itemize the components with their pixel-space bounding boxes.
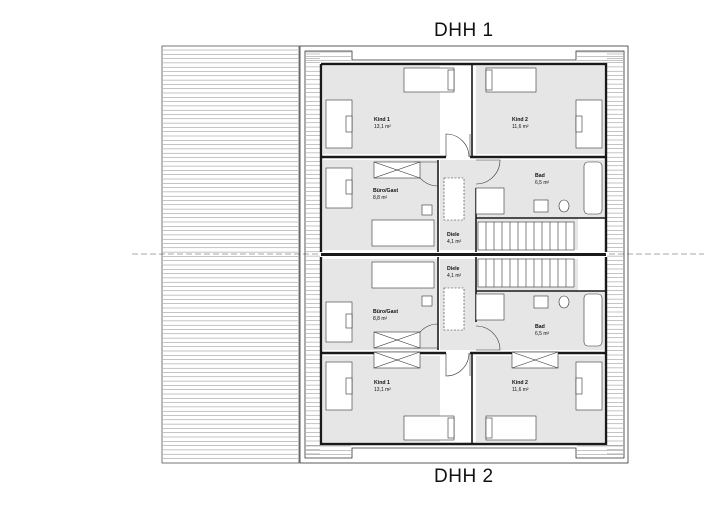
stairs: [477, 221, 575, 288]
bathtub-dhh1: [583, 161, 603, 215]
title-dhh1: DHH 1: [434, 20, 494, 41]
label-kind2-dhh2: Kind 2: [512, 380, 528, 386]
roof-hatch-side: [306, 51, 623, 455]
area-bad-dhh1: 6,5 m²: [535, 180, 550, 186]
bathtub-dhh2: [583, 293, 603, 347]
sink-dhh1: [533, 199, 549, 213]
label-bad-dhh2: Bad: [535, 324, 545, 330]
toilet-dhh1: [558, 199, 570, 213]
shower-dhh1: [475, 187, 505, 215]
area-kind2-dhh2: 11,6 m²: [512, 387, 529, 393]
bed-kind2-dhh2: [485, 415, 537, 441]
sink-dhh2: [533, 295, 549, 309]
label-kind1-dhh2: Kind 1: [374, 380, 390, 386]
roof-left: [161, 45, 300, 464]
area-buero-dhh2: 8,8 m²: [373, 316, 388, 322]
label-buero-dhh2: Büro/Gast: [373, 309, 398, 315]
bed-kind1-dhh2: [403, 415, 455, 441]
label-diele-dhh1: Diele: [447, 232, 460, 238]
desk-buero-dhh2: [371, 261, 435, 289]
roof-outline: [299, 45, 629, 464]
shower-dhh2: [475, 293, 505, 321]
area-bad-dhh2: 6,5 m²: [535, 331, 550, 337]
area-diele-dhh1: 4,1 m²: [447, 239, 462, 245]
area-kind1-dhh2: 13,1 m²: [374, 387, 391, 393]
area-kind1-dhh1: 13,1 m²: [374, 124, 391, 130]
area-diele-dhh2: 4,1 m²: [447, 273, 462, 279]
furniture: [325, 67, 603, 441]
bed-kind1-dhh1: [403, 67, 455, 93]
bed-kind2-dhh1: [485, 67, 537, 93]
title-dhh2: DHH 2: [434, 466, 494, 487]
label-bad-dhh1: Bad: [535, 173, 545, 179]
toilet-dhh2: [558, 295, 570, 309]
label-diele-dhh2: Diele: [447, 266, 460, 272]
area-buero-dhh1: 8,8 m²: [373, 195, 388, 201]
label-kind2-dhh1: Kind 2: [512, 117, 528, 123]
area-kind2-dhh1: 11,6 m²: [512, 124, 529, 130]
label-buero-dhh1: Büro/Gast: [373, 188, 398, 194]
label-kind1-dhh1: Kind 1: [374, 117, 390, 123]
desk-buero-dhh1: [371, 219, 435, 247]
